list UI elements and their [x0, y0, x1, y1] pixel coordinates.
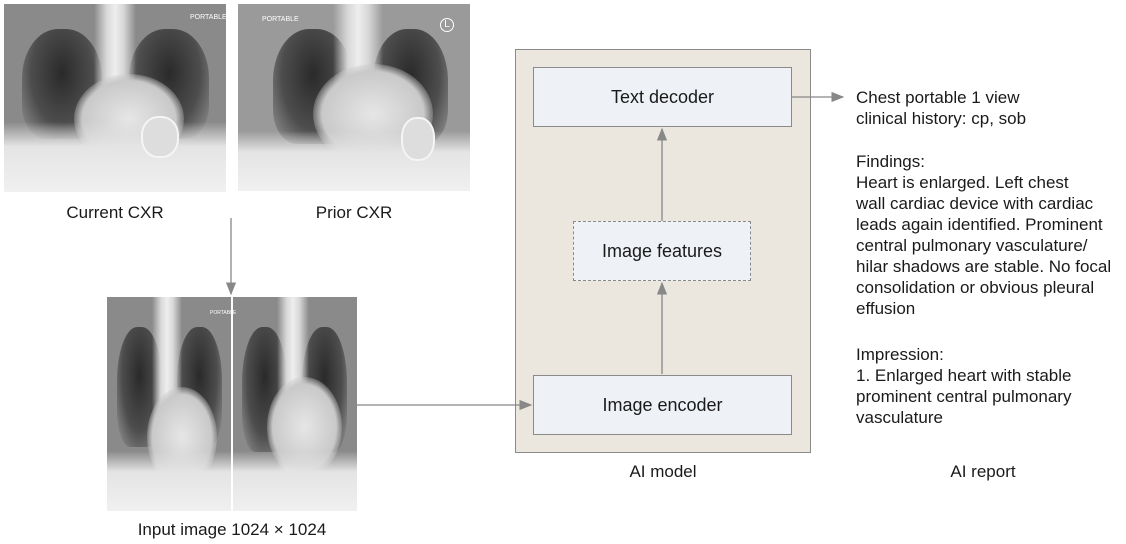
text-decoder-block: Text decoder: [533, 67, 792, 127]
ai-report-label: AI report: [950, 462, 1016, 481]
input-image-label: Input image 1024 × 1024: [137, 520, 327, 539]
report-findings: Findings: Heart is enlarged. Left chest …: [856, 152, 1112, 318]
report-impression: Impression: 1. Enlarged heart with stabl…: [856, 345, 1072, 427]
prior-cxr-image: PORTABLE L: [238, 4, 470, 191]
image-encoder-block: Image encoder: [533, 375, 792, 435]
portable-marker: PORTABLE: [262, 16, 299, 23]
image-features-block: Image features: [573, 221, 751, 281]
left-marker: L: [440, 18, 454, 32]
portable-marker: PORTABLE: [210, 310, 237, 316]
current-cxr-label: Current CXR: [66, 203, 164, 222]
combined-input-image: PORTABLE: [107, 297, 357, 511]
current-cxr-image: PORTABLE: [4, 4, 226, 192]
prior-cxr-label: Prior CXR: [315, 203, 393, 222]
ai-model-label: AI model: [629, 462, 697, 481]
portable-marker: PORTABLE: [190, 14, 226, 21]
report-header: Chest portable 1 view clinical history: …: [856, 88, 1027, 128]
